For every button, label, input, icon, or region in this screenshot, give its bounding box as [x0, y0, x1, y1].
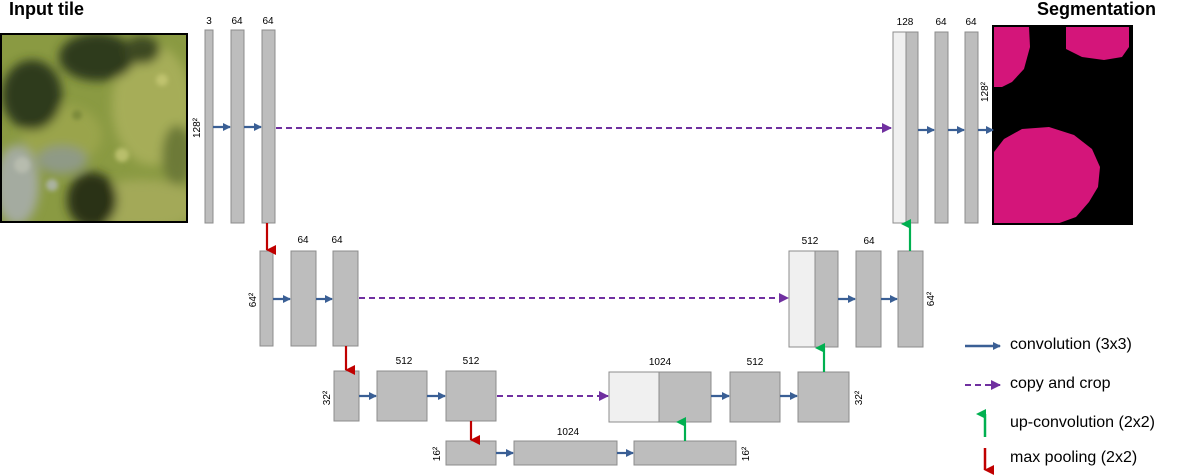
fm-l3-dec-copy [608, 371, 660, 423]
channel-label: 64 [935, 17, 947, 28]
fm-l3-dec-a [729, 371, 781, 423]
fm-l2-enc-a [290, 250, 317, 347]
fm-l3-enc-b [445, 370, 497, 422]
channel-label: 3 [206, 16, 212, 27]
fm-l2-dec-a [855, 250, 882, 348]
size-label: 16² [432, 446, 443, 462]
legend-label-copy-crop: copy and crop [1010, 375, 1111, 392]
channel-label: 512 [395, 356, 413, 367]
fm-l3-dec-up [658, 371, 712, 423]
input-tile-image [0, 33, 188, 223]
fm-l2-dec-copy [788, 250, 816, 348]
fm-l1-enc-a [230, 29, 245, 224]
input-title: Input tile [9, 0, 84, 19]
legend-label-max-pooling: max pooling (2x2) [1010, 449, 1138, 466]
size-label: 128² [192, 118, 203, 139]
fm-l4-b [633, 440, 737, 466]
fm-l3-dec-b [797, 371, 850, 423]
channel-label: 512 [746, 357, 764, 368]
segmentation-mask [994, 27, 1131, 223]
fm-l1-dec-b [964, 31, 979, 224]
size-label: 64² [248, 292, 259, 308]
size-label: 16² [741, 446, 752, 462]
fm-l2-dec-up [814, 250, 839, 348]
channel-label: 512 [801, 236, 819, 247]
channel-label: 64 [297, 235, 309, 246]
size-label: 128² [980, 82, 991, 103]
fm-l2-enc-pool [259, 250, 274, 347]
fm-l1-enc-input [204, 29, 214, 224]
segmentation-image [992, 25, 1133, 225]
channel-label: 64 [231, 16, 243, 27]
fm-l3-enc-a [376, 370, 428, 422]
fm-l2-dec-b [897, 250, 924, 348]
channel-label: 1024 [556, 427, 580, 438]
size-label: 32² [322, 390, 333, 406]
channel-label: 64 [965, 17, 977, 28]
channel-label: 64 [262, 16, 274, 27]
fm-l2-enc-b [332, 250, 359, 347]
fm-l4-pool [445, 440, 497, 466]
fm-l3-enc-pool [333, 370, 360, 422]
channel-label: 64 [863, 236, 875, 247]
fm-l1-dec-up [905, 31, 919, 224]
fm-l1-dec-copy [892, 31, 907, 224]
legend-label-up-convolution: up-convolution (2x2) [1010, 414, 1155, 431]
output-title: Segmentation [1037, 0, 1157, 19]
size-label: 32² [854, 390, 865, 406]
fm-l1-dec-a [934, 31, 949, 224]
legend-label-convolution: convolution (3x3) [1010, 336, 1132, 353]
channel-label: 128 [896, 17, 914, 28]
aerial-vegetation-image [2, 35, 186, 221]
channel-label: 1024 [648, 357, 672, 368]
channel-label: 64 [331, 235, 343, 246]
channel-label: 512 [462, 356, 480, 367]
fm-l4-a [513, 440, 618, 466]
fm-l1-enc-b [261, 29, 276, 224]
size-label: 64² [926, 291, 937, 307]
